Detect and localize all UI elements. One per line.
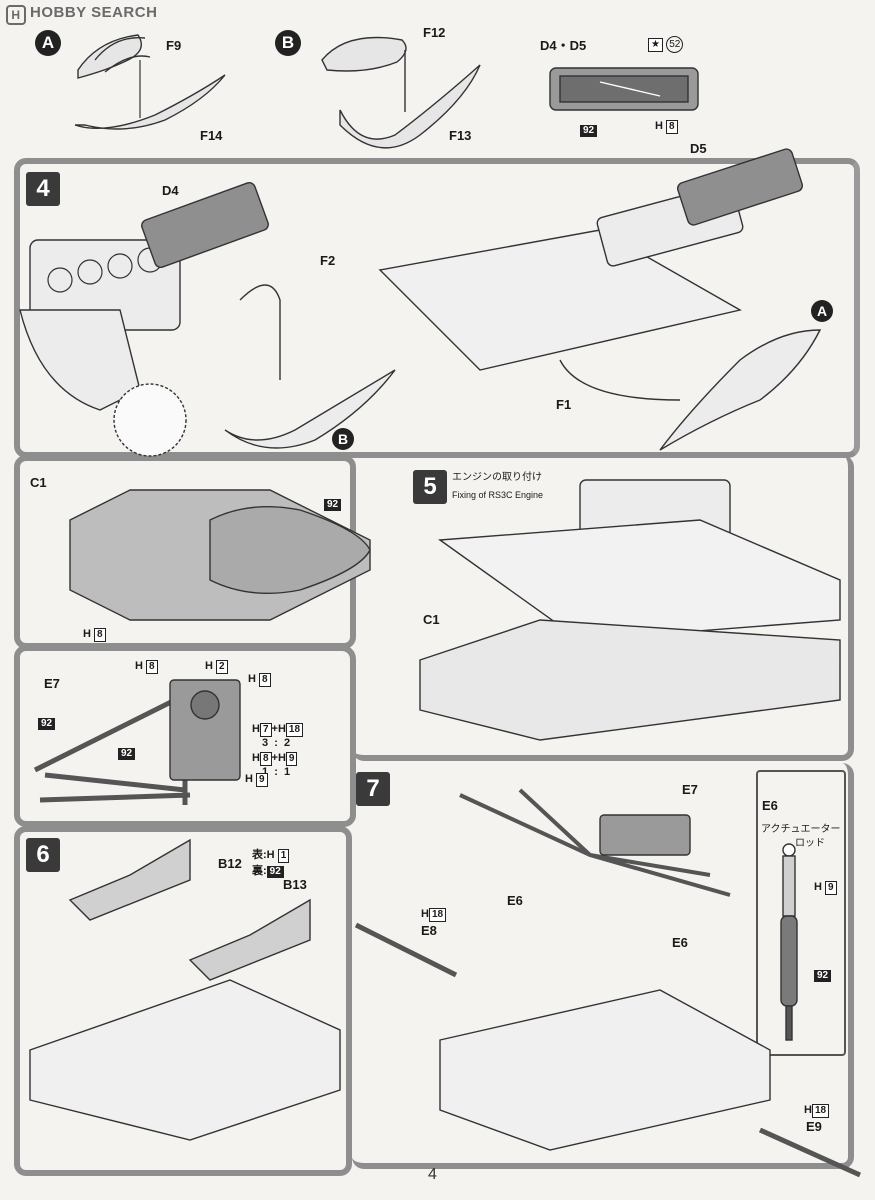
color-h8-e7b: H 8 xyxy=(248,673,271,687)
e6-subframe xyxy=(756,770,846,1056)
logo-text: HOBBY SEARCH xyxy=(30,4,158,21)
color-92-d: 92 xyxy=(580,120,598,138)
star-icon: ★ xyxy=(648,38,663,52)
marker-b: B xyxy=(275,30,301,56)
step5-title-jp: エンジンの取り付け xyxy=(452,472,542,483)
step5-title-en: Fixing of RS3C Engine xyxy=(452,490,544,500)
label-e6b: E6 xyxy=(672,935,688,950)
color-h9-e6: H 9 xyxy=(814,881,837,895)
label-d5: D5 xyxy=(690,141,707,156)
e6-desc-2: ロッド xyxy=(795,838,825,849)
label-c1: C1 xyxy=(30,475,47,490)
decal-star: ★ 52 xyxy=(648,36,684,53)
step-6-number: 6 xyxy=(26,838,60,872)
marker-a-step4: A xyxy=(811,300,833,322)
color-h8-e7a: H 8 xyxy=(135,660,158,674)
label-c1-step5: C1 xyxy=(423,612,440,627)
label-b12: B12 xyxy=(218,856,242,871)
label-e7: E7 xyxy=(44,676,60,691)
label-e7-step7: E7 xyxy=(682,782,698,797)
step4-frame xyxy=(14,158,860,458)
color-92-c1: 92 xyxy=(324,494,342,512)
logo-mark: H xyxy=(6,5,26,25)
label-f1: F1 xyxy=(556,397,572,412)
e6-desc-1: アクチュエーター xyxy=(761,824,841,835)
label-f2: F2 xyxy=(320,253,336,268)
label-b13: B13 xyxy=(283,877,307,892)
step5-frame-right xyxy=(352,455,854,761)
color-back: 裏:92 xyxy=(252,862,284,878)
label-d4: D4 xyxy=(162,183,179,198)
step-7-number: 7 xyxy=(356,772,390,806)
page-number: 4 xyxy=(428,1166,437,1183)
step7-frame xyxy=(352,763,854,1169)
color-92-e7b: 92 xyxy=(118,743,136,761)
label-f9: F9 xyxy=(166,38,182,53)
step-5-number: 5 xyxy=(413,470,447,504)
label-e8: E8 xyxy=(421,923,437,938)
marker-b-step4: B xyxy=(332,428,354,450)
step6-frame xyxy=(14,826,352,1176)
marker-a: A xyxy=(35,30,61,56)
color-mix-2-ratio: 1 : 1 xyxy=(262,766,291,778)
label-e6-panel: E6 xyxy=(762,798,778,813)
label-f14: F14 xyxy=(200,128,223,143)
color-h2-e7: H 2 xyxy=(205,660,228,674)
color-mix-1-ratio: 3 : 2 xyxy=(262,737,291,749)
label-e9: E9 xyxy=(806,1119,822,1134)
color-front: 表:H 1 xyxy=(252,846,290,863)
decal-number: 52 xyxy=(666,36,684,53)
color-h8-c1: H 8 xyxy=(83,628,106,642)
label-d4-d5: D4・D5 xyxy=(540,38,587,53)
color-92-e7a: 92 xyxy=(38,713,56,731)
e7-frame xyxy=(14,645,356,827)
color-92-e6: 92 xyxy=(814,965,832,983)
label-e6a: E6 xyxy=(507,893,523,908)
label-f12: F12 xyxy=(423,25,446,40)
step-4-number: 4 xyxy=(26,172,60,206)
color-h9-e7: H 9 xyxy=(245,773,268,787)
label-f13: F13 xyxy=(449,128,472,143)
color-h8-d: H 8 xyxy=(655,120,678,134)
